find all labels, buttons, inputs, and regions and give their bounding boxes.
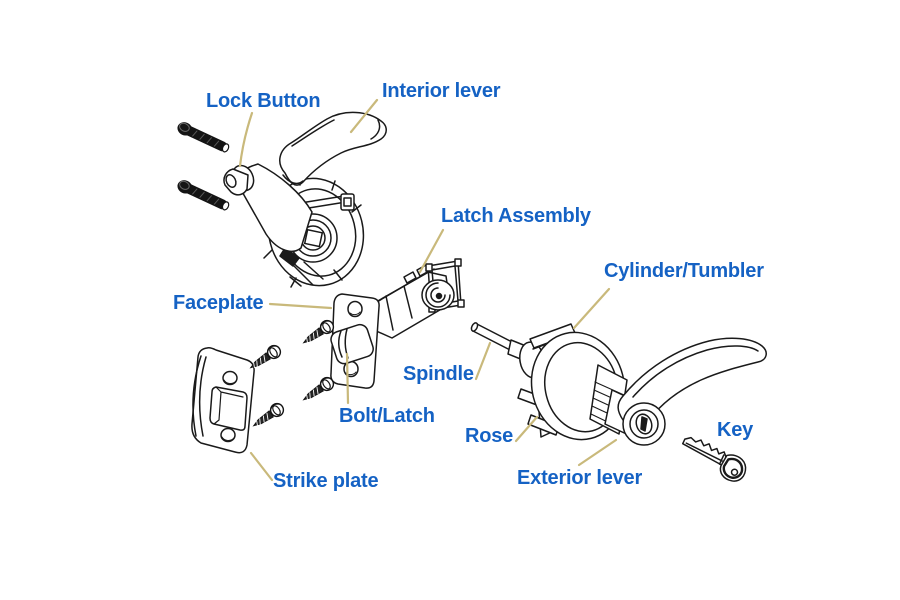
label-latch-assembly: Latch Assembly [441,205,591,227]
label-faceplate: Faceplate [173,292,264,314]
strike-plate-drawing [191,347,255,454]
leader-bolt-latch [345,352,350,405]
mounting-screws-drawing [174,119,232,214]
leader-lines [238,98,618,482]
interior-lever-assembly-drawing [223,111,387,288]
label-interior-lever: Interior lever [382,80,501,102]
label-lock-button: Lock Button [206,90,321,112]
label-rose: Rose [465,425,514,447]
interior-lever-drawing [279,111,387,186]
leader-cylinder-tumbler [572,287,611,330]
leader-interior-lever [349,98,379,134]
latch-assembly-drawing [330,258,465,389]
leader-latch-assembly [418,228,445,274]
key-drawing [681,436,747,482]
lock-button-drawing [223,164,255,196]
label-key: Key [717,419,754,441]
exterior-lever-assembly-drawing [470,322,767,446]
leader-spindle [474,341,492,381]
leader-lock-button [238,111,254,168]
wood-screws-drawing [246,317,337,432]
label-strike-plate: Strike plate [273,470,379,492]
leader-exterior-lever [577,438,618,467]
label-bolt-latch: Bolt/Latch [339,405,435,427]
label-cylinder-tumbler: Cylinder/Tumbler [604,260,764,282]
leader-rose [514,415,539,443]
leader-strike-plate [249,451,274,482]
leader-faceplate [268,302,333,310]
label-exterior-lever: Exterior lever [517,467,643,489]
label-spindle: Spindle [403,363,474,385]
interior-rose-drawing [263,175,365,288]
exterior-lever-drawing [604,337,767,446]
